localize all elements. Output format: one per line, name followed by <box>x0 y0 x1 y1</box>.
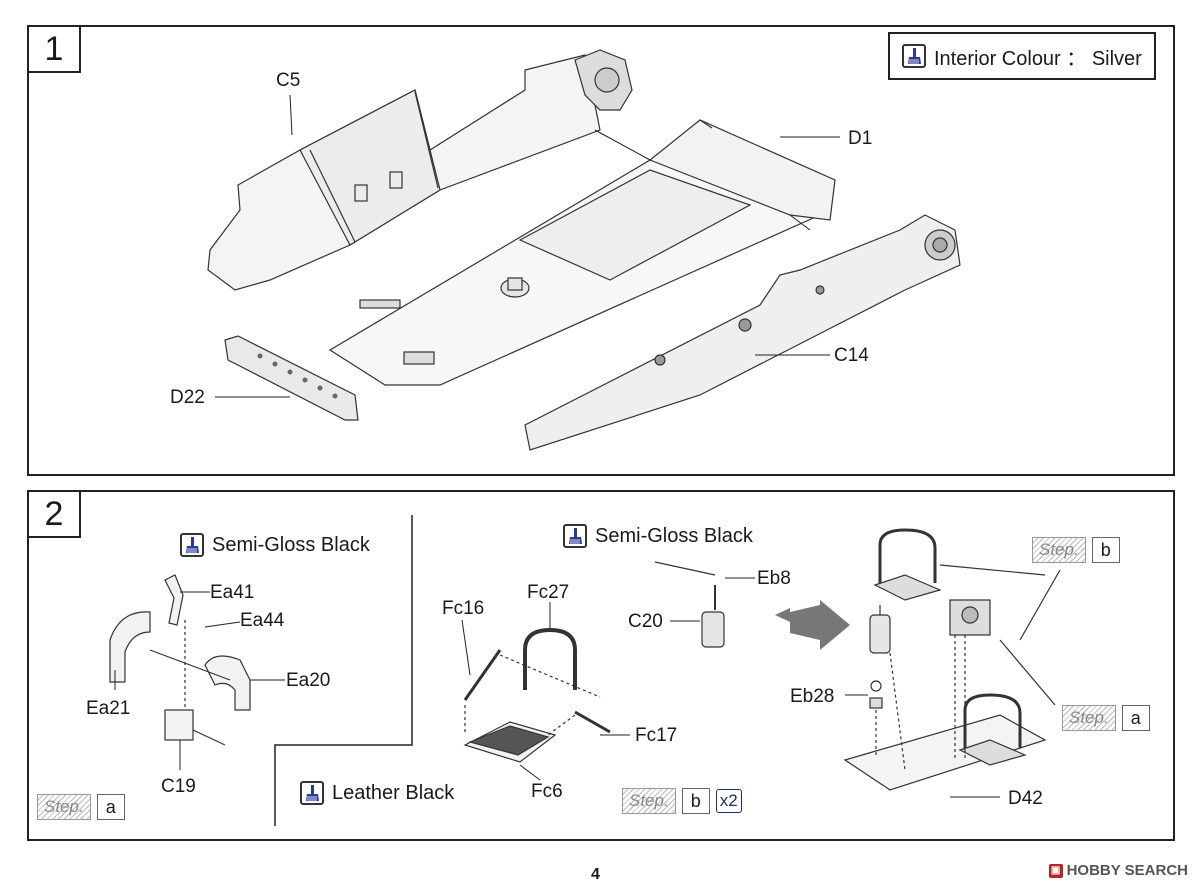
callout-c19: C19 <box>161 776 196 797</box>
watermark: ▣ HOBBY SEARCH <box>1048 862 1188 879</box>
watermark-logo-icon: ▣ <box>1048 863 1063 878</box>
step-word: Step. <box>1032 537 1086 563</box>
callout-d1: D1 <box>848 128 873 149</box>
middle-paint-top-text: Semi-Gloss Black <box>595 524 753 547</box>
step-word: Step. <box>1062 705 1116 731</box>
interior-colour-box: Interior Colour ： Silver <box>888 32 1156 80</box>
step-letter: a <box>1121 705 1150 731</box>
callout-fc17: Fc17 <box>635 725 678 746</box>
left-step-ref: Step. a <box>37 794 125 820</box>
middle-step-ref: Step. b x2 <box>622 788 742 814</box>
part-d22-drawing <box>224 335 359 421</box>
step2-number: 2 <box>27 490 81 538</box>
paintbrush-icon <box>902 44 926 68</box>
callout-fc16: Fc16 <box>442 598 485 619</box>
page-number: 4 <box>591 866 600 883</box>
part-c5-drawing <box>207 49 633 291</box>
floor-plate-drawing <box>328 159 831 386</box>
right-step-ref-b: Step. b <box>1032 537 1120 563</box>
middle-paint-top: Semi-Gloss Black <box>563 524 753 548</box>
paintbrush-icon <box>300 781 324 805</box>
callout-ea44: Ea44 <box>240 610 285 631</box>
callout-ea41: Ea41 <box>210 582 255 603</box>
part-c14-drawing <box>524 214 961 451</box>
callout-d42: D42 <box>1008 788 1043 809</box>
callout-d22: D22 <box>170 387 205 408</box>
left-paint-note: Semi-Gloss Black <box>180 533 370 557</box>
callout-c14: C14 <box>834 345 869 366</box>
step1-leader-lines <box>215 94 840 398</box>
callout-ea21: Ea21 <box>86 698 131 719</box>
step-letter: b <box>681 788 710 814</box>
callout-c5: C5 <box>276 70 301 91</box>
callout-c20: C20 <box>628 611 663 632</box>
middle-paint-bottom-text: Leather Black <box>332 781 455 804</box>
right-step-ref-a: Step. a <box>1062 705 1150 731</box>
callout-eb28: Eb28 <box>790 686 835 707</box>
interior-colour-text: Interior Colour ： Silver <box>934 47 1142 70</box>
step1-number: 1 <box>27 25 81 73</box>
step-word: Step. <box>622 788 676 814</box>
callout-fc6: Fc6 <box>531 781 563 802</box>
left-paint-text: Semi-Gloss Black <box>212 533 370 556</box>
step-letter: a <box>96 794 125 820</box>
callout-ea20: Ea20 <box>286 670 331 691</box>
step-word: Step. <box>37 794 91 820</box>
step-letter: b <box>1091 537 1120 563</box>
callout-fc27: Fc27 <box>527 582 570 603</box>
paintbrush-icon <box>563 524 587 548</box>
callout-eb8: Eb8 <box>757 568 791 589</box>
middle-paint-bottom: Leather Black <box>300 781 454 805</box>
watermark-text: HOBBY SEARCH <box>1066 862 1188 879</box>
quantity-multiplier: x2 <box>715 789 742 813</box>
part-d1-drawing <box>648 119 836 221</box>
paintbrush-icon <box>180 533 204 557</box>
